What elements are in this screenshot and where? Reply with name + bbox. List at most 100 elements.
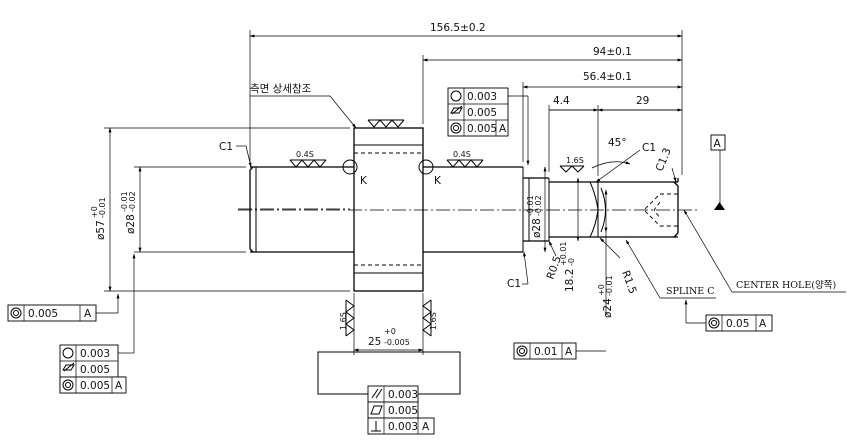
svg-text:1.6S: 1.6S (339, 312, 348, 330)
svg-text:0.005: 0.005 (28, 308, 58, 320)
svg-text:0.003: 0.003 (388, 421, 418, 433)
chamfer-c1-right: C1 (595, 142, 656, 183)
circularity-icon (450, 90, 462, 102)
svg-text:CENTER HOLE(양쪽): CENTER HOLE(양쪽) (736, 280, 836, 291)
svg-text:0.003: 0.003 (80, 348, 110, 360)
svg-text:0.003: 0.003 (388, 389, 418, 401)
svg-text:R0.5: R0.5 (545, 254, 564, 281)
svg-text:1.6S: 1.6S (566, 156, 584, 165)
dia-28-right-main: ø28 (531, 218, 543, 238)
note-side-detail: 측면 상세참조 (250, 83, 357, 129)
svg-text:A: A (759, 318, 767, 330)
flatness-icon (370, 405, 383, 415)
width-25-tol-upper: +0 (384, 327, 396, 336)
svg-text:C1: C1 (219, 141, 233, 153)
datum-a-symbol: A (710, 134, 726, 210)
dia-57-tol-lower: -0.01 (98, 197, 107, 218)
dia-18-tol-upper: +0.01 (559, 241, 568, 266)
dia-28-right-tol-lower: -0.02 (534, 195, 543, 216)
svg-text:K: K (360, 175, 368, 187)
dia-24-tol-lower: -0.01 (605, 275, 614, 296)
width-25-main: 25 (368, 336, 381, 348)
dia-18-main: 18.2 (564, 269, 576, 292)
dia-57-tol-upper: +0 (90, 206, 99, 218)
dia-18-tol-lower: -0 (567, 258, 576, 266)
gdt-left-conc: 0.005 A (7, 293, 120, 322)
svg-text:0.01: 0.01 (534, 346, 557, 358)
gdt-conc-right: 0.05 A (684, 299, 773, 332)
svg-text:0.005: 0.005 (467, 107, 497, 119)
surface-gear-left: 1.6S (339, 299, 355, 337)
svg-text:C1: C1 (642, 142, 656, 154)
gdt-top-right: 0.003 0.005 0.005 A (447, 87, 530, 166)
svg-text:0.005: 0.005 (467, 123, 497, 135)
svg-text:A: A (565, 346, 573, 358)
surface-left-journal: 0.4S (289, 150, 327, 168)
cylindricity-icon (450, 105, 463, 115)
len-56-label: 56.4±0.1 (583, 71, 632, 83)
len-4-4-label: 4.4 (553, 95, 570, 107)
dia-24-tol-upper: +0 (597, 284, 606, 296)
dia-28-left-tol-lower: -0.02 (128, 191, 137, 212)
gdt-conc-mid: 0.01 A (513, 342, 606, 360)
svg-text:C1.3: C1.3 (654, 146, 674, 173)
svg-text:C1: C1 (507, 278, 521, 290)
parallelism-icon (371, 388, 383, 399)
note-spline: SPLINE C (625, 239, 716, 299)
dim-overall-length: 156.5±0.2 (249, 22, 683, 175)
note-center-hole: CENTER HOLE(양쪽) (683, 209, 846, 293)
dim-len-94: 94±0.1 (422, 46, 683, 124)
svg-text:45°: 45° (608, 137, 627, 149)
dia-57-main: ø57 (95, 220, 107, 240)
svg-text:0.003: 0.003 (467, 91, 497, 103)
perpendicularity-icon (371, 421, 381, 432)
dim-dia-28-right: ø28 -0.01 -0.02 (526, 166, 547, 253)
gdt-bottom-stack: 0.003 0.005 0.003 A (367, 385, 435, 435)
dia-28-left-main: ø28 (125, 214, 137, 234)
len-94-label: 94±0.1 (593, 46, 632, 58)
svg-text:A: A (422, 421, 430, 433)
svg-text:0.005: 0.005 (80, 364, 110, 376)
svg-text:SPLINE C: SPLINE C (666, 286, 715, 297)
concentricity-icon (10, 307, 22, 319)
svg-text:A: A (84, 308, 92, 320)
concentricity-icon (450, 122, 462, 134)
len-29-label: 29 (636, 95, 649, 107)
svg-text:R1.5: R1.5 (619, 269, 638, 296)
angle-45: 45° (591, 137, 631, 169)
dim-width-25: 25 +0 -0.005 (353, 293, 424, 355)
svg-text:0.4S: 0.4S (296, 150, 314, 159)
svg-text:0.4S: 0.4S (453, 150, 471, 159)
dia-24-main: ø24 (602, 298, 614, 318)
width-25-tol-lower: -0.005 (384, 338, 410, 347)
svg-text:0.005: 0.005 (388, 405, 418, 417)
chamfer-c1-3: C1.3 (654, 146, 677, 183)
dim-len-56: 56.4±0.1 (522, 71, 683, 162)
point-k-left: K (342, 159, 368, 187)
svg-text:0.005: 0.005 (80, 380, 110, 392)
surface-gear-top (367, 119, 405, 128)
svg-text:A: A (499, 123, 507, 135)
gdt-left-stack: 0.003 0.005 0.005 A (59, 253, 136, 394)
dim-len-4-4-29: 4.4 29 (548, 95, 683, 176)
dim-dia-18: 18.2 +0.01 -0 (559, 177, 580, 292)
chamfer-c1-bottom: C1 (507, 251, 529, 290)
svg-text:1.6S: 1.6S (429, 312, 438, 330)
surface-gear-right: 1.6S (422, 299, 438, 337)
chamfer-c1-left: C1 (219, 141, 252, 168)
surface-right-step: 1.6S (559, 156, 585, 173)
dim-dia-28-left: ø28 -0.01 -0.02 (120, 166, 246, 253)
dia-28-left-tol-upper: -0.01 (120, 191, 129, 212)
dim-dia-24: ø24 +0 -0.01 (597, 189, 614, 318)
datum-a-label: A (714, 138, 722, 150)
surface-right-journal: 0.4S (446, 150, 484, 168)
overall-length-label: 156.5±0.2 (430, 22, 486, 34)
svg-text:측면 상세참조: 측면 상세참조 (250, 83, 312, 95)
point-k-right: K (418, 159, 442, 187)
svg-text:0.05: 0.05 (726, 318, 749, 330)
svg-text:A: A (115, 380, 123, 392)
svg-text:K: K (434, 175, 442, 187)
dia-28-right-tol-upper: -0.01 (526, 195, 535, 216)
dim-dia-57: ø57 +0 -0.01 (90, 127, 350, 292)
